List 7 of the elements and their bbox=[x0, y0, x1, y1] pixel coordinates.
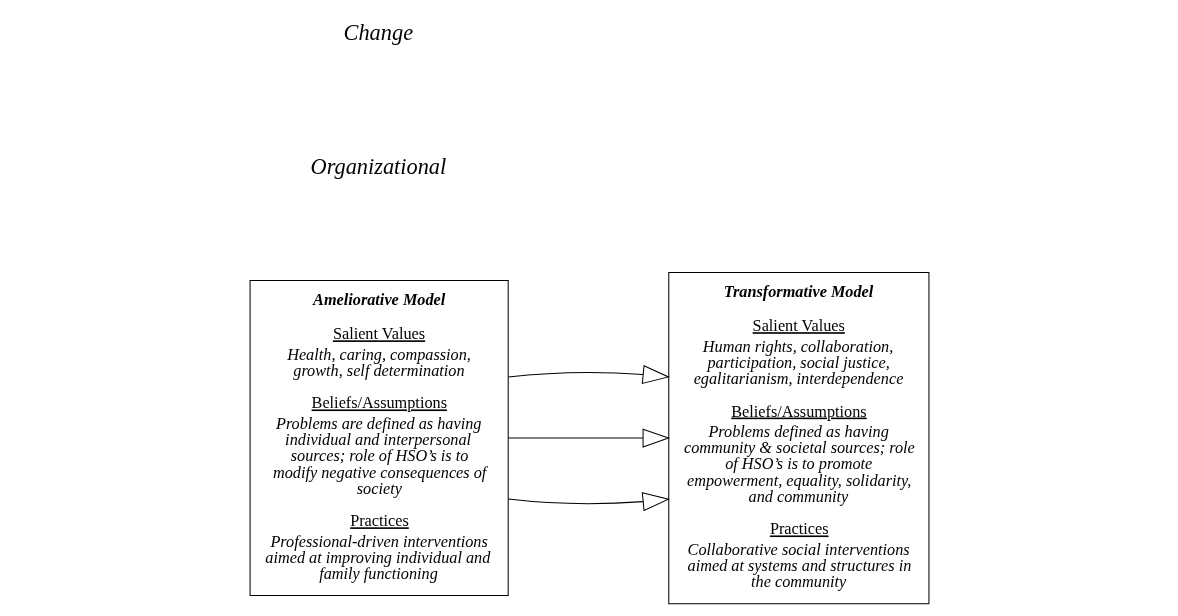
arrow bbox=[507, 428, 670, 448]
arrow bbox=[507, 492, 670, 512]
node-box: Transformative Model Salient Values Human rights, collaboration, participation, social justice, egalitarianism, interdependence Beliefs/Assumptions Problems defined as having community & societal sources; role of HSO’s is to promote empowerment, equality, solidarity, and community Practices Collaborative social interventions aimed at systems and structures in the community bbox=[667, 271, 929, 605]
label: Change bbox=[343, 20, 413, 46]
arrow bbox=[507, 364, 670, 385]
node-box: Ameliorative Model Salient Values Health, caring, compassion, growth, self determination Beliefs/Assumptions Problems are defined as having individual and interpersonal sources; role of HSO’s is to modify negative consequences of society Practices Professional-driven interventions aimed at improving individual and family functioning bbox=[249, 280, 509, 597]
label: Organizational bbox=[310, 154, 446, 180]
